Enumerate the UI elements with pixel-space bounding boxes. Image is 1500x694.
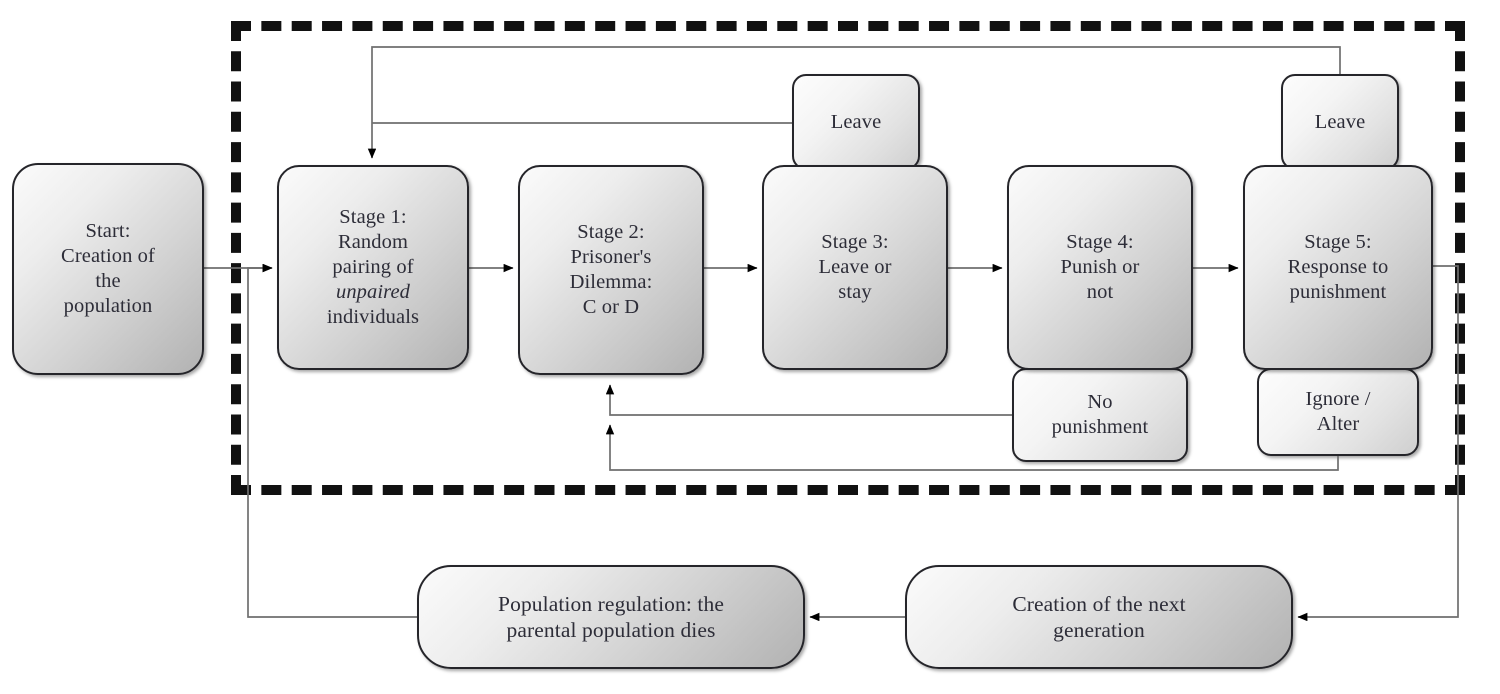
node-stage-5-label: Stage 5: Response to punishment [1287,231,1389,303]
node-no-punishment[interactable]: No punishment [1012,368,1188,462]
node-leave-stage3[interactable]: Leave [792,74,920,170]
node-stage-2-label: Stage 2: Prisoner's Dilemma: C or D [569,221,653,318]
node-stage-5[interactable]: Stage 5: Response to punishment [1243,165,1433,370]
node-ignore-alter-label: Ignore / Alter [1305,388,1371,435]
node-stage-2[interactable]: Stage 2: Prisoner's Dilemma: C or D [518,165,704,375]
node-stage-3[interactable]: Stage 3: Leave or stay [762,165,948,370]
node-stage-4-label: Stage 4: Punish or not [1060,231,1140,303]
node-next-generation[interactable]: Creation of the next generation [905,565,1293,669]
edge-ignorealter-to-stage2 [605,424,1339,471]
node-leave-stage5-label: Leave [1314,110,1366,133]
edge-nopunish-to-stage2 [605,384,1012,416]
edge-leave5-to-stage1 [367,46,1341,159]
node-leave-stage3-label: Leave [830,110,882,133]
node-stage-4[interactable]: Stage 4: Punish or not [1007,165,1193,370]
node-stage-3-label: Stage 3: Leave or stay [818,231,892,303]
node-start-label: Start: Creation of the population [61,220,155,317]
node-next-generation-label: Creation of the next generation [1012,591,1186,642]
node-ignore-alter[interactable]: Ignore / Alter [1257,368,1419,456]
node-no-punishment-label: No punishment [1051,391,1149,438]
node-start[interactable]: Start: Creation of the population [12,163,204,375]
edge-popreg-to-stage1 [247,263,417,618]
node-population-regulation-label: Population regulation: the parental popu… [498,591,724,642]
node-population-regulation[interactable]: Population regulation: the parental popu… [417,565,805,669]
